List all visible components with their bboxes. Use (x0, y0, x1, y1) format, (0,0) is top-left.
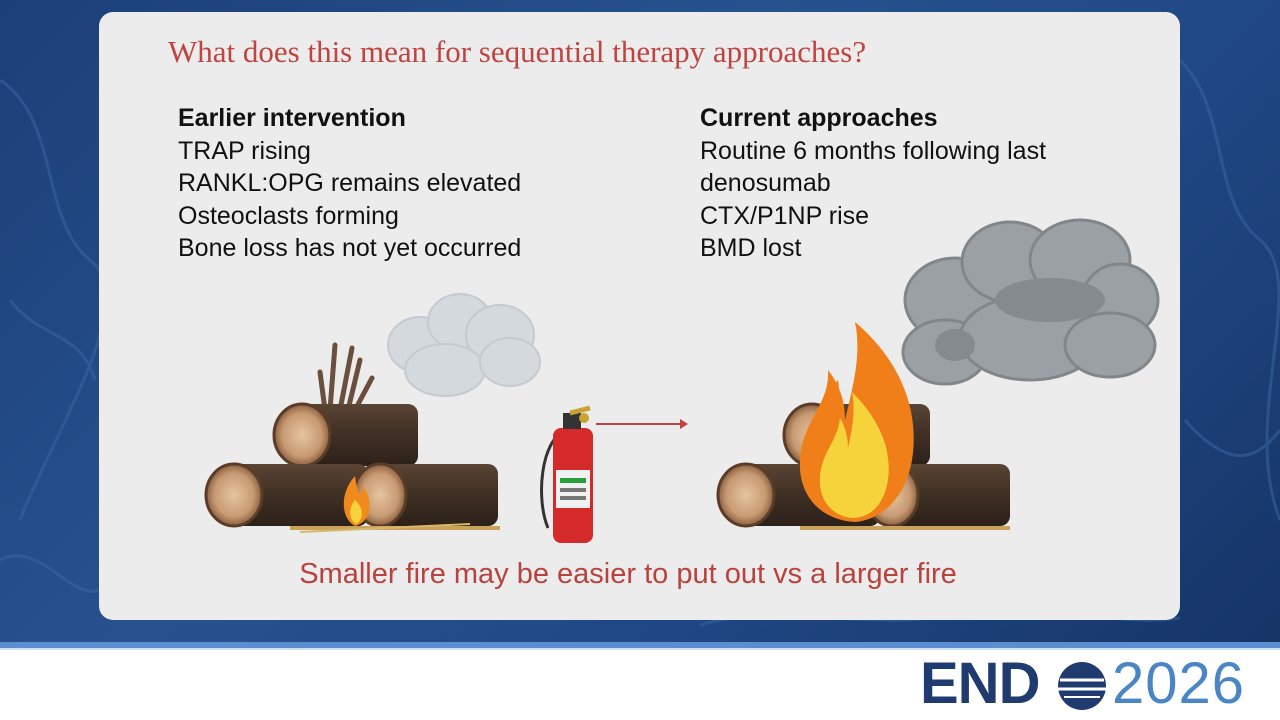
right-item: CTX/P1NP rise (700, 201, 870, 230)
kindling-twigs (317, 342, 375, 413)
fire-extinguisher-icon (540, 405, 593, 543)
right-heading: Current approaches (700, 104, 938, 132)
left-heading: Earlier intervention (178, 104, 406, 132)
left-item: RANKL:OPG remains elevated (178, 169, 522, 197)
arrow-right-icon (596, 419, 688, 429)
small-campfire-icon (204, 402, 500, 533)
footer-stripe-light (0, 648, 1280, 650)
logo-word: END (920, 651, 1040, 716)
caption-text: Smaller fire may be easier to put out vs… (299, 558, 957, 590)
right-item: denosumab (700, 169, 831, 197)
left-item: Osteoclasts forming (178, 201, 399, 230)
globe-icon (1058, 662, 1106, 710)
right-item: Routine 6 months following last (700, 136, 1047, 165)
endo-logo: END 2026 (920, 655, 1270, 713)
logo-year: 2026 (1112, 651, 1246, 716)
small-smoke-icon (387, 293, 541, 397)
left-column: Earlier intervention TRAP rising RANKL:O… (178, 102, 598, 265)
right-item: BMD lost (700, 234, 802, 262)
left-item: TRAP rising (178, 136, 311, 165)
large-campfire-icon (716, 322, 1010, 530)
slide-title: What does this mean for sequential thera… (168, 34, 867, 69)
slide-caption: Smaller fire may be easier to put out vs… (0, 558, 1280, 591)
footer-stripe (0, 642, 1280, 648)
left-item: Bone loss has not yet occurred (178, 234, 522, 262)
right-column: Current approaches Routine 6 months foll… (700, 102, 1120, 265)
